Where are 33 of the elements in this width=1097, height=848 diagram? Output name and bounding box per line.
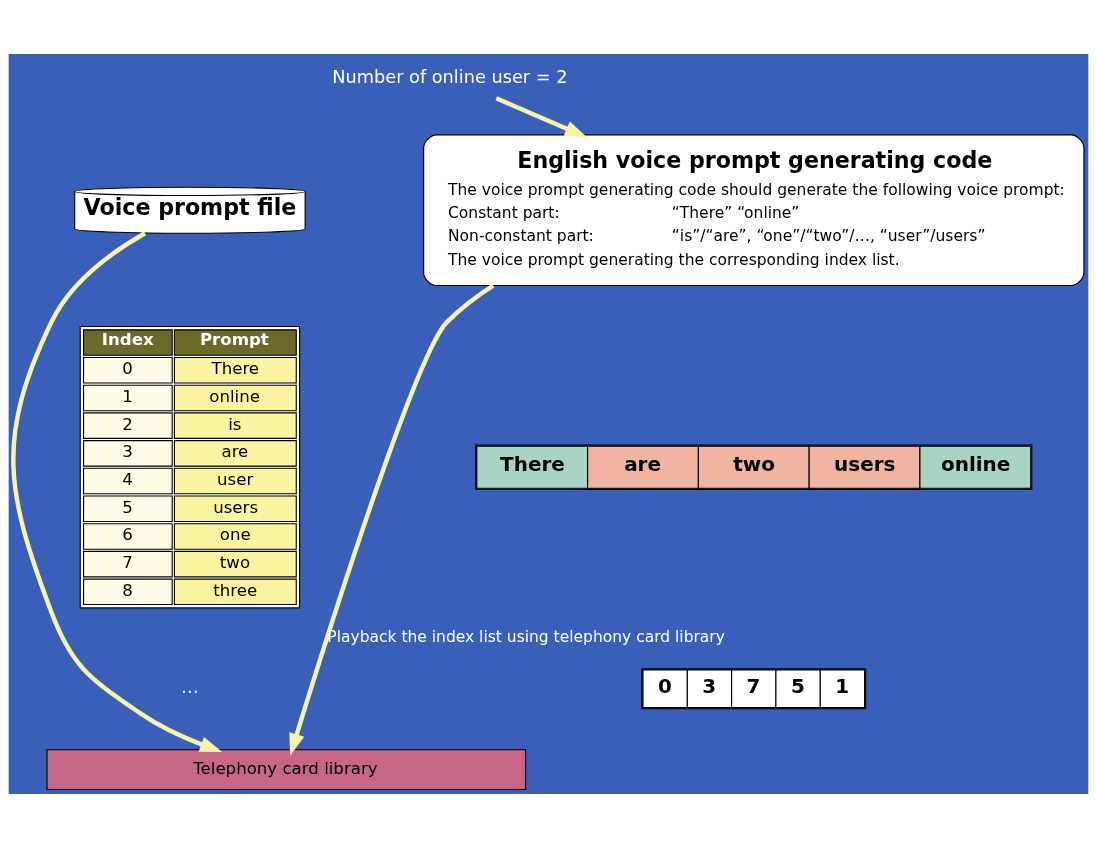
label: users <box>213 497 259 517</box>
label: 6 <box>122 525 133 545</box>
label: 0 <box>122 359 133 379</box>
label: 8 <box>122 580 133 600</box>
node-text: Number of online user = 2 <box>332 66 568 87</box>
label: There <box>500 451 565 476</box>
label: 4 <box>122 469 133 489</box>
label: 7 <box>746 673 761 698</box>
label: There <box>211 359 260 379</box>
label: user <box>217 469 254 489</box>
label: 0 <box>657 673 672 698</box>
label: two <box>219 553 251 573</box>
label: two <box>733 451 775 476</box>
label: Prompt <box>199 330 269 350</box>
label: 1 <box>122 386 133 406</box>
label: 5 <box>122 497 133 517</box>
label: is <box>228 414 242 434</box>
label: 5 <box>790 673 805 698</box>
edge-label: Playback the index list using telephony card library <box>327 628 725 647</box>
label: are <box>624 451 661 476</box>
label: users <box>834 451 896 476</box>
label: one <box>219 525 251 545</box>
label: three <box>213 580 258 600</box>
label: 3 <box>702 673 717 698</box>
label: Index <box>101 330 154 350</box>
label: 3 <box>122 442 133 462</box>
label: are <box>221 442 249 462</box>
label: 7 <box>122 553 133 573</box>
label: online <box>209 386 260 406</box>
label: online <box>940 451 1011 476</box>
label: … <box>181 676 199 697</box>
label: 2 <box>122 414 133 434</box>
label: 1 <box>835 673 850 698</box>
